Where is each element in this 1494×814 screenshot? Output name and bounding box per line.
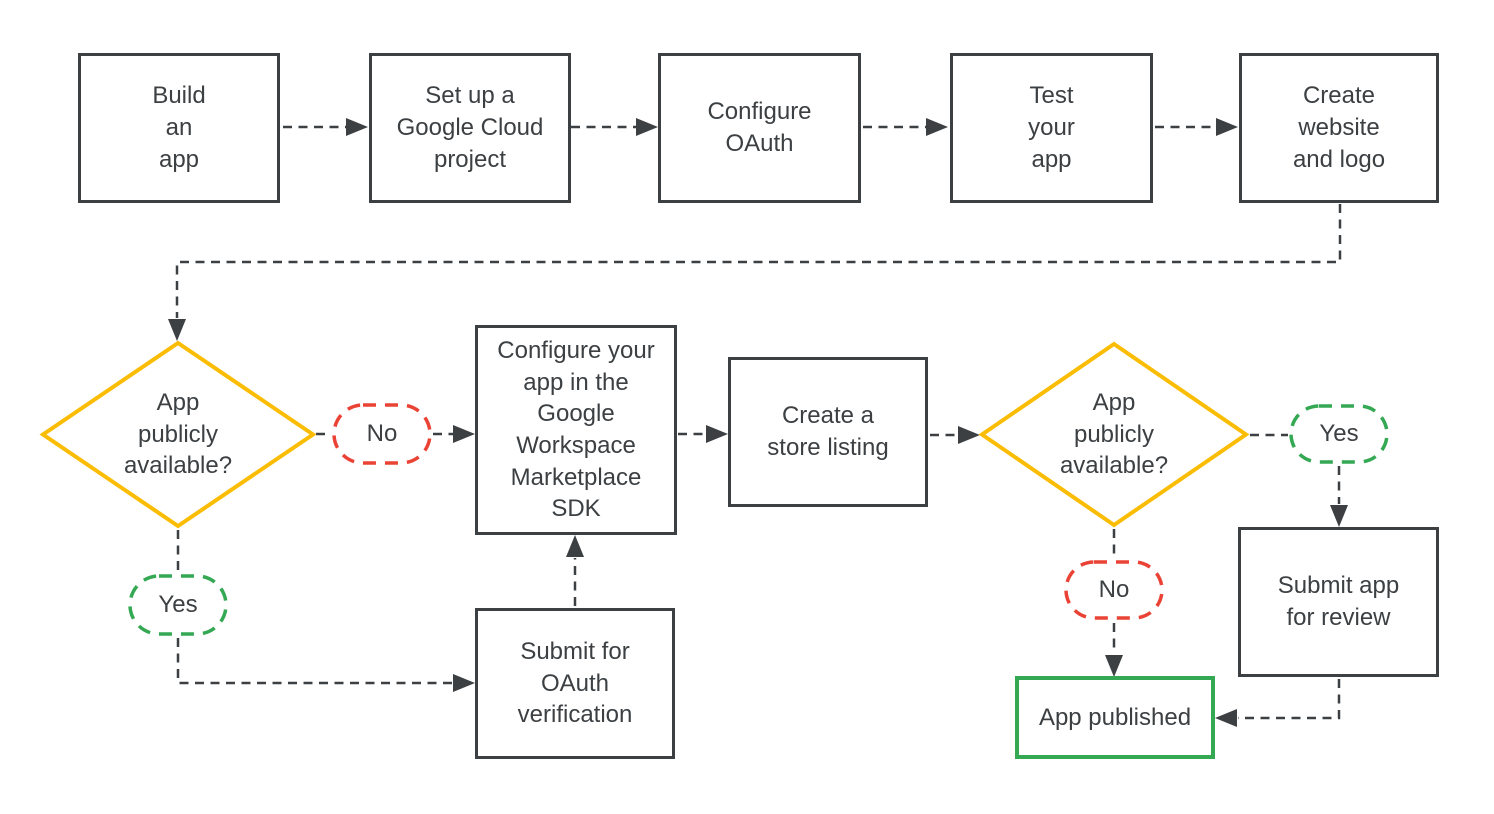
arrowhead-right-icon bbox=[346, 118, 368, 136]
pill-no-right: No bbox=[1064, 560, 1164, 620]
branch-yes-left-label: Yes bbox=[158, 591, 198, 619]
node-submit-review-label: Submit app for review bbox=[1277, 572, 1400, 631]
arrowhead-up-icon bbox=[566, 535, 584, 557]
connector-decision-right-no-to-published bbox=[1105, 529, 1123, 677]
arrowhead-right-icon bbox=[706, 425, 728, 443]
node-create-website: Create website and logo bbox=[1239, 53, 1439, 203]
decision-app-public-left: App publicly available? bbox=[39, 340, 317, 529]
no-pill-outline bbox=[332, 403, 432, 465]
arrowhead-right-icon bbox=[926, 118, 948, 136]
diamond-outline bbox=[39, 340, 317, 529]
node-test-app: Test your app bbox=[950, 53, 1153, 203]
connector-sdk-to-listing bbox=[678, 425, 728, 443]
yes-pill-outline bbox=[128, 574, 228, 636]
node-configure-sdk-label: Configure your app in the Google Workspa… bbox=[497, 336, 655, 523]
node-create-store-listing: Create a store listing bbox=[728, 357, 928, 507]
connector-setup-to-oauth bbox=[571, 118, 658, 136]
decision-app-public-right: App publicly available? bbox=[978, 341, 1250, 528]
node-submit-app-review: Submit app for review bbox=[1238, 527, 1439, 677]
node-submit-oauth-verification: Submit for OAuth verification bbox=[475, 608, 675, 759]
arrowhead-right-icon bbox=[636, 118, 658, 136]
node-create-listing-label: Create a store listing bbox=[767, 402, 889, 461]
arrowhead-right-icon bbox=[453, 425, 475, 443]
arrowhead-right-icon bbox=[453, 674, 475, 692]
connector-website-to-decision-left bbox=[168, 204, 1342, 341]
node-build-app-label: Build an app bbox=[152, 82, 206, 173]
arrowhead-right-icon bbox=[958, 426, 980, 444]
arrowhead-down-icon bbox=[1330, 505, 1348, 527]
branch-no-left-label: No bbox=[366, 420, 398, 448]
pill-no-left: No bbox=[332, 403, 432, 465]
node-app-published: App published bbox=[1015, 676, 1215, 759]
diamond-outline bbox=[978, 341, 1250, 528]
node-test-app-label: Test your app bbox=[1028, 82, 1075, 173]
node-build-app: Build an app bbox=[78, 53, 280, 203]
node-configure-sdk: Configure your app in the Google Workspa… bbox=[475, 325, 677, 535]
node-app-published-label: App published bbox=[1038, 703, 1192, 731]
arrowhead-down-icon bbox=[1105, 655, 1123, 677]
node-submit-oauth-label: Submit for OAuth verification bbox=[517, 637, 633, 729]
connector-yes-to-submit-review bbox=[1330, 466, 1348, 527]
connector-oauth-to-test bbox=[863, 118, 948, 136]
connector-test-to-website bbox=[1155, 118, 1238, 136]
connector-listing-to-decision-right bbox=[930, 426, 980, 444]
pill-yes-left: Yes bbox=[128, 574, 228, 636]
connector-oauth-verification-to-sdk bbox=[566, 535, 584, 606]
arrowhead-left-icon bbox=[1215, 709, 1237, 727]
node-configure-oauth: Configure OAuth bbox=[658, 53, 861, 203]
node-configure-oauth-label: Configure OAuth bbox=[707, 98, 812, 157]
arrowhead-down-icon bbox=[168, 319, 186, 341]
yes-pill-outline bbox=[1289, 404, 1389, 464]
no-pill-outline bbox=[1064, 560, 1164, 620]
node-setup-project-label: Set up a Google Cloud project bbox=[396, 82, 544, 173]
connector-review-to-published bbox=[1215, 679, 1341, 727]
node-create-website-label: Create website and logo bbox=[1292, 82, 1386, 173]
arrowhead-right-icon bbox=[1216, 118, 1238, 136]
branch-yes-right-label: Yes bbox=[1319, 420, 1359, 448]
branch-no-right-label: No bbox=[1098, 576, 1130, 604]
decision-left-label: App publicly available? bbox=[123, 388, 233, 480]
connector-decision-left-yes-to-oauth-verification bbox=[176, 530, 475, 692]
pill-yes-right: Yes bbox=[1289, 404, 1389, 464]
connector-build-to-setup bbox=[283, 118, 368, 136]
node-setup-project: Set up a Google Cloud project bbox=[369, 53, 571, 203]
decision-right-label: App publicly available? bbox=[1059, 388, 1169, 480]
connector-decision-left-no-to-sdk bbox=[316, 425, 475, 443]
